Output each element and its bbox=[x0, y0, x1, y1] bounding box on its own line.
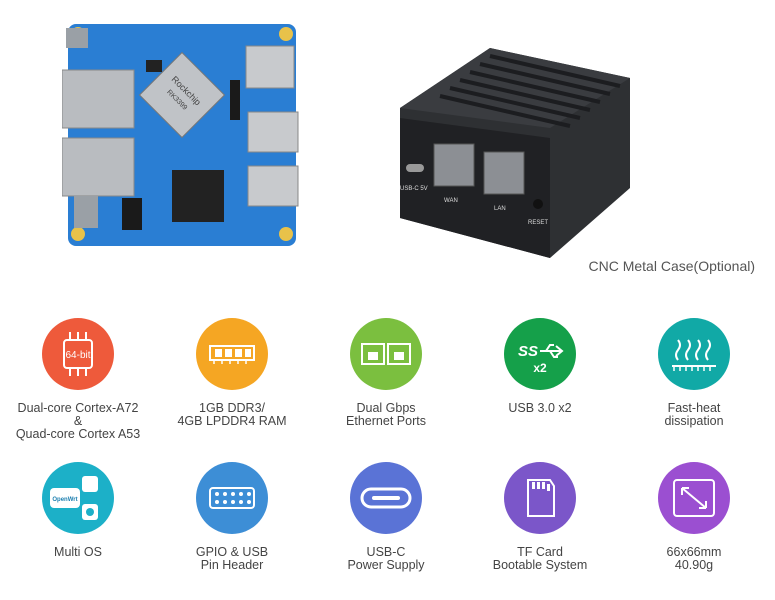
feature-ethernet: Dual Gbps Ethernet Ports bbox=[306, 318, 466, 428]
pin-header-icon bbox=[209, 487, 255, 509]
feature-usbc-label: USB-C Power Supply bbox=[347, 545, 425, 572]
feature-ram-label: 1GB DDR3/ 4GB LPDDR4 RAM bbox=[177, 401, 287, 428]
case-usbc-label: USB-C 5V bbox=[400, 186, 428, 192]
feature-os-label: Multi OS bbox=[54, 545, 102, 559]
case-caption: CNC Metal Case(Optional) bbox=[588, 258, 756, 274]
feature-tf-circle bbox=[504, 462, 576, 534]
board-image: Rockchip RK3399 bbox=[62, 24, 299, 246]
feature-ethernet-circle bbox=[350, 318, 422, 390]
feature-size-circle bbox=[658, 462, 730, 534]
os-icon: OpenWrt bbox=[50, 476, 98, 520]
usb-c-icon bbox=[360, 487, 412, 509]
ethernet-icon bbox=[361, 343, 411, 365]
feature-usbc: USB-C Power Supply bbox=[306, 462, 466, 572]
feature-gpio-label: GPIO & USB Pin Header bbox=[195, 545, 269, 572]
feature-usb-label: USB 3.0 x2 bbox=[508, 401, 572, 415]
tf-card-icon bbox=[527, 479, 555, 517]
case-image: USB-C 5V WAN LAN RESET bbox=[400, 48, 630, 258]
feature-heat-circle bbox=[658, 318, 730, 390]
feature-ethernet-label: Dual Gbps Ethernet Ports bbox=[346, 401, 426, 428]
case-lan-label: LAN bbox=[494, 206, 506, 212]
feature-os-circle: OpenWrt bbox=[42, 462, 114, 534]
usb-icon: SS x2 bbox=[518, 343, 564, 375]
size-icon bbox=[673, 479, 715, 517]
feature-usbc-circle bbox=[350, 462, 422, 534]
heat-icon bbox=[672, 339, 716, 371]
feature-gpio-circle bbox=[196, 462, 268, 534]
usb-ss-text: SS bbox=[518, 343, 538, 360]
feature-size-label: 66x66mm 40.90g bbox=[666, 545, 722, 572]
case-reset-label: RESET bbox=[528, 220, 548, 226]
feature-cpu: 64-bit Dual-core Cortex-A72 & Quad-core … bbox=[0, 318, 158, 441]
feature-ram-circle bbox=[196, 318, 268, 390]
cpu-icon-text: 64-bit bbox=[65, 350, 90, 361]
case-wan-label: WAN bbox=[444, 198, 458, 204]
feature-usb-circle: SS x2 bbox=[504, 318, 576, 390]
feature-tf-label: TF Card Bootable System bbox=[492, 545, 588, 572]
usb-x2-text: x2 bbox=[533, 361, 547, 375]
feature-usb: SS x2 USB 3.0 x2 bbox=[460, 318, 620, 415]
feature-heat: Fast-heat dissipation bbox=[614, 318, 774, 428]
openwrt-text: OpenWrt bbox=[52, 497, 77, 503]
feature-cpu-label: Dual-core Cortex-A72 & Quad-core Cortex … bbox=[15, 401, 141, 441]
feature-cpu-circle: 64-bit bbox=[42, 318, 114, 390]
ram-icon bbox=[209, 345, 255, 364]
feature-tf: TF Card Bootable System bbox=[460, 462, 620, 572]
feature-os: OpenWrt Multi OS bbox=[0, 462, 158, 559]
cpu-icon: 64-bit bbox=[63, 332, 93, 376]
feature-heat-label: Fast-heat dissipation bbox=[664, 401, 724, 428]
feature-ram: 1GB DDR3/ 4GB LPDDR4 RAM bbox=[152, 318, 312, 428]
feature-size: 66x66mm 40.90g bbox=[614, 462, 774, 572]
feature-gpio: GPIO & USB Pin Header bbox=[152, 462, 312, 572]
